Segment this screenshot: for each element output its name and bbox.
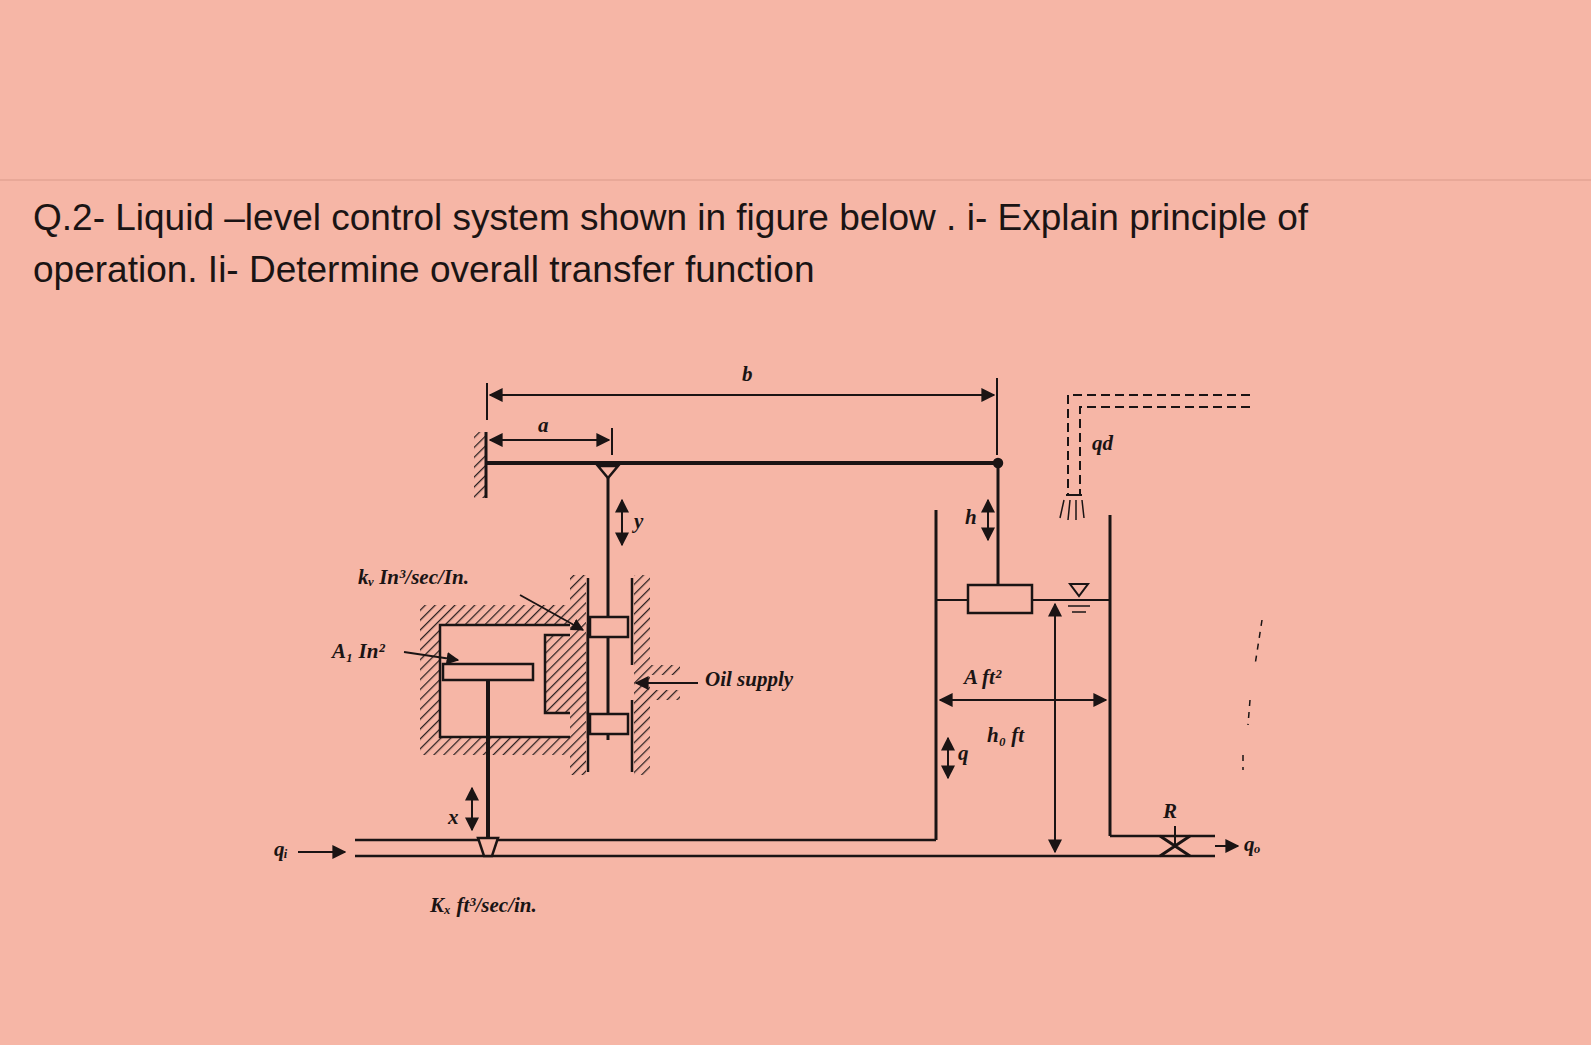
diagram-label: x (446, 806, 461, 829)
diagram-label: a (536, 414, 551, 437)
question-title: Q.2- Liquid –level control system shown … (33, 192, 1413, 296)
diagram-label: q (956, 742, 971, 765)
diagram-label: A₁ In² (330, 640, 387, 663)
diagram-label: qₒ (1242, 833, 1263, 856)
diagram-label: R (1161, 800, 1179, 823)
diagram-label: h₀ ft (985, 724, 1026, 747)
diagram-label: h (963, 506, 979, 529)
diagram-label: A ft² (962, 666, 1003, 689)
diagram-label: b (740, 363, 755, 386)
diagram-label: y (632, 510, 645, 533)
diagram-label: kᵥ In³/sec/In. (356, 566, 471, 589)
diagram-label: qd (1090, 432, 1115, 455)
diagram-label: qᵢ (272, 838, 290, 861)
diagram-label: Oil supply (703, 668, 795, 691)
diagram-label: Kₓ ft³/sec/in. (428, 894, 539, 917)
